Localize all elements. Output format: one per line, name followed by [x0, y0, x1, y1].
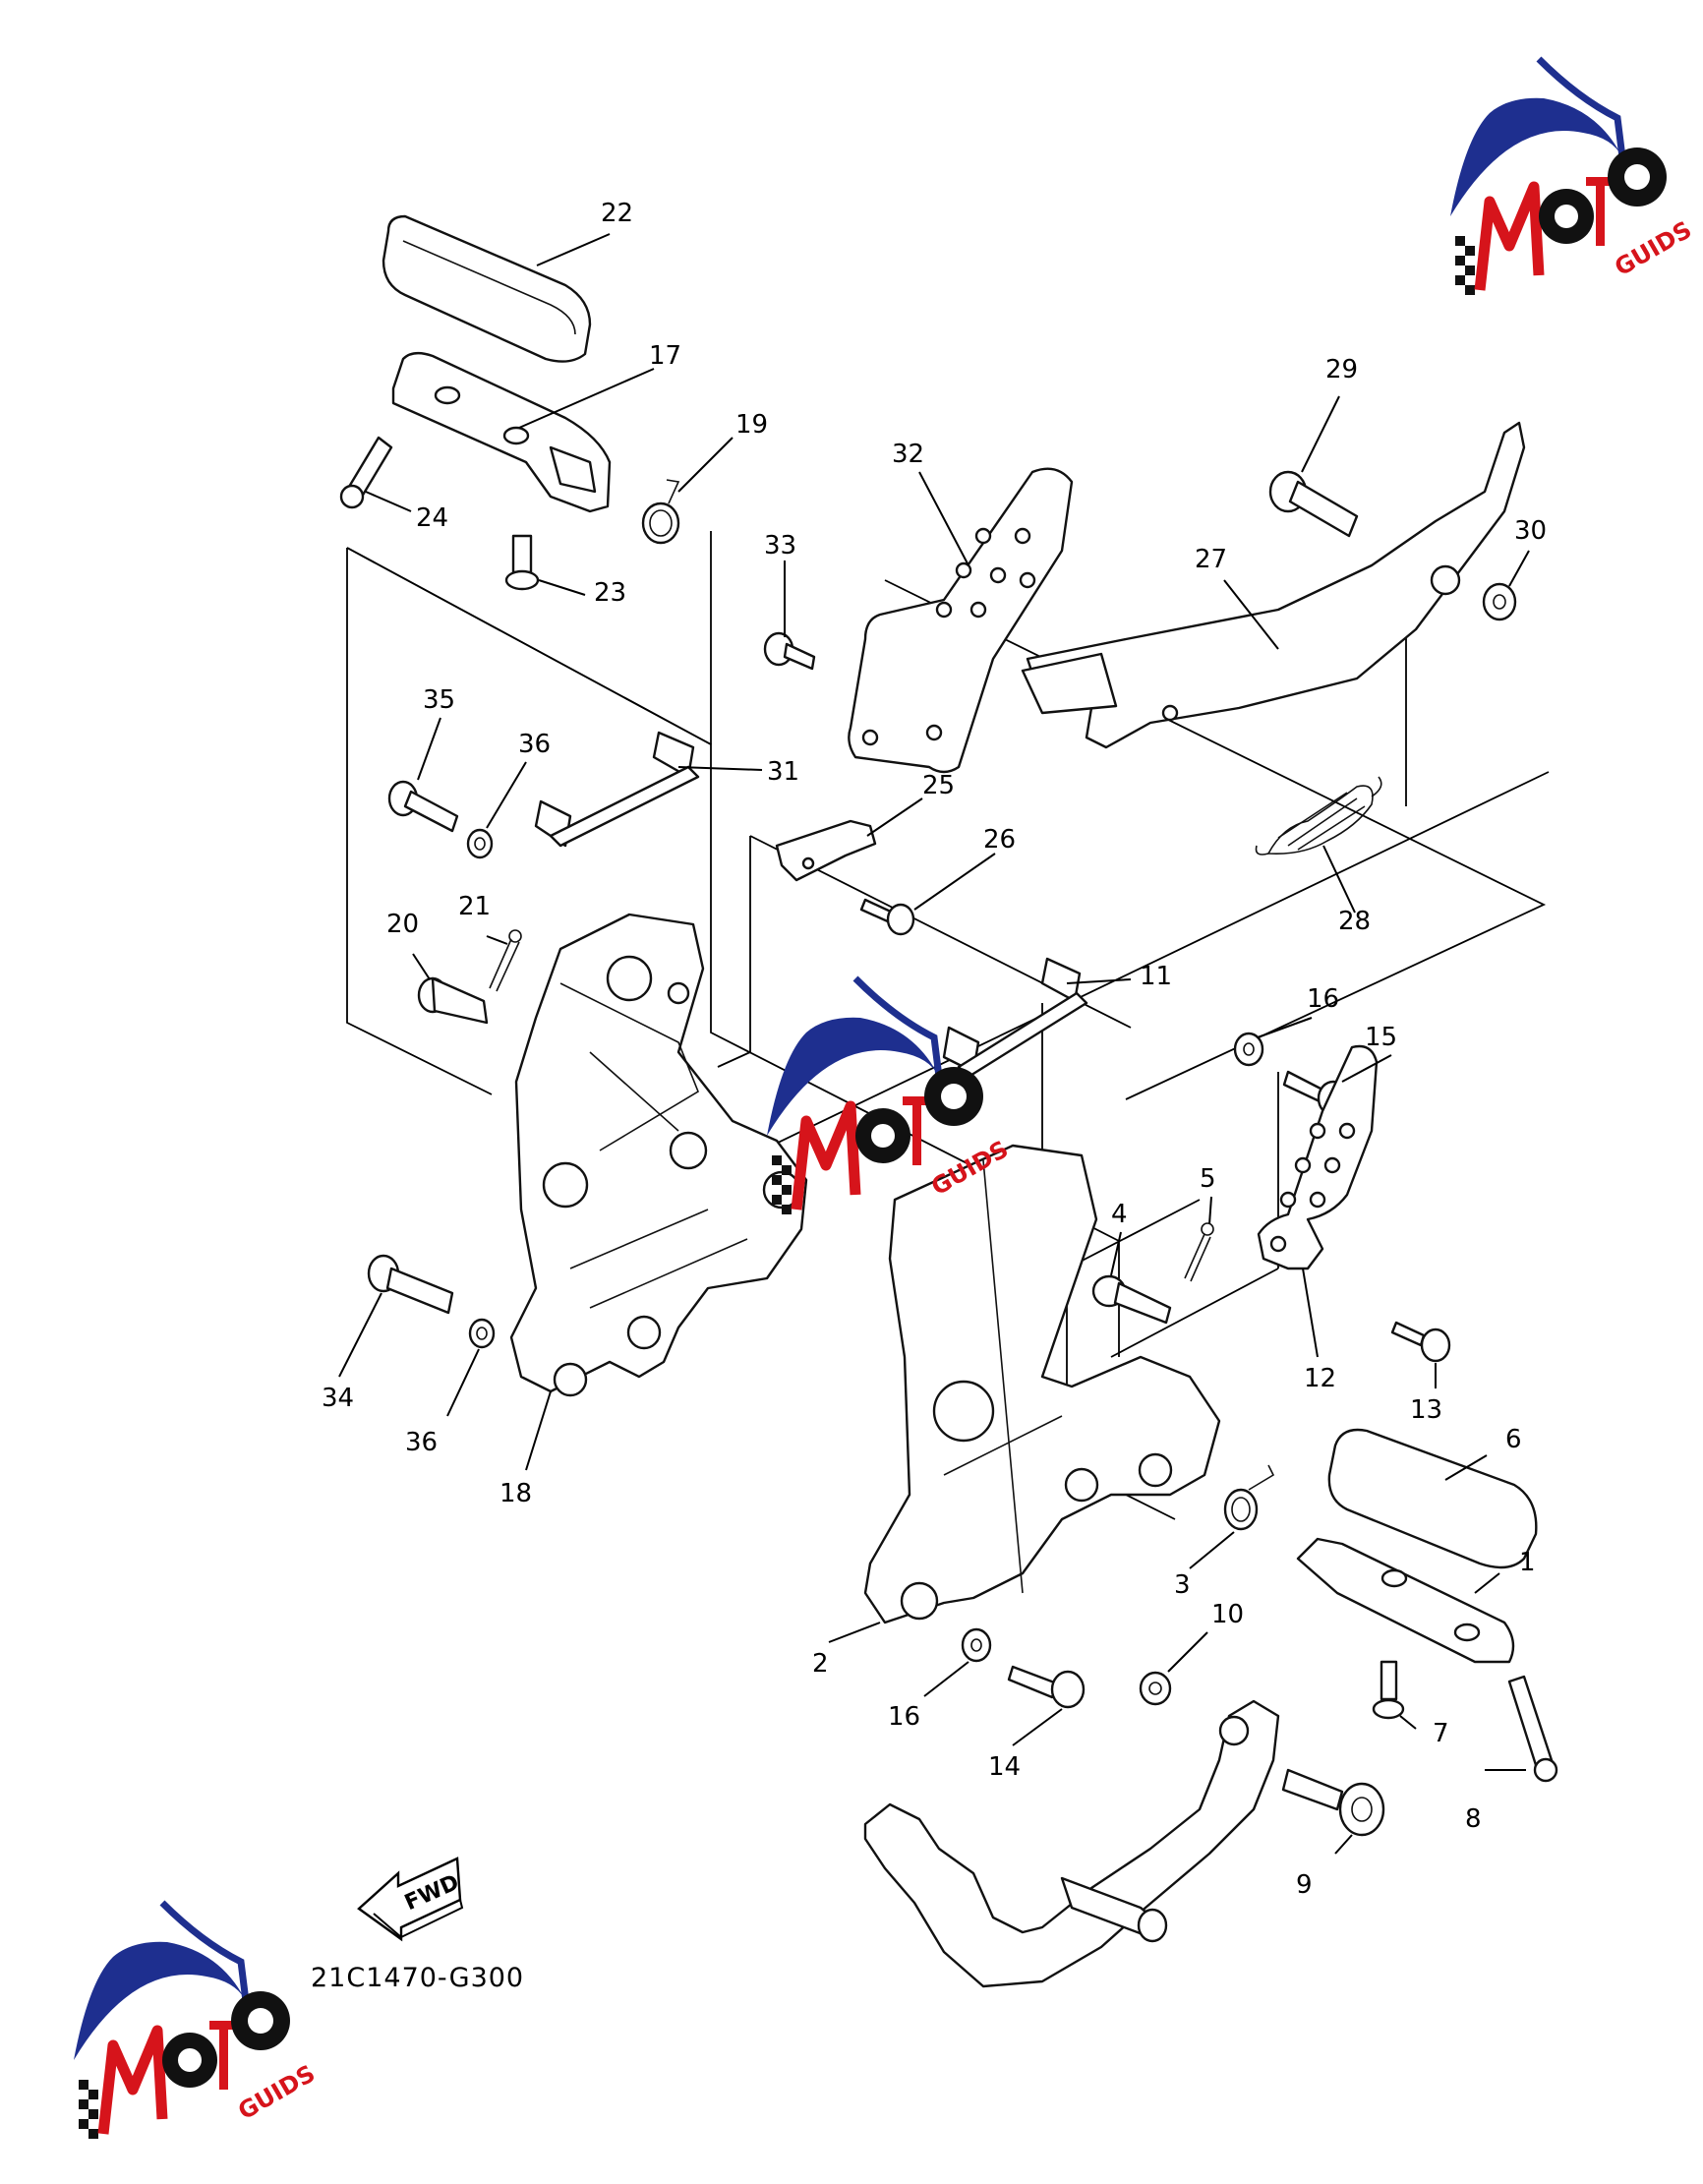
watermark-side-text: GUIDS	[1610, 215, 1696, 281]
part-bolt-13	[1390, 1321, 1451, 1363]
callout-27: 27	[1195, 545, 1227, 574]
callout-8: 8	[1465, 1804, 1482, 1834]
callout-15: 15	[1365, 1023, 1397, 1052]
callout-20: 20	[386, 910, 419, 939]
callout-21: 21	[458, 892, 491, 921]
callout-35: 35	[423, 685, 455, 715]
callout-16-upper: 16	[1307, 984, 1339, 1014]
diagram-code: 21C1470-G300	[311, 1963, 524, 1993]
callout-18: 18	[499, 1479, 532, 1508]
part-footrest-rubber-6	[1327, 1428, 1538, 1569]
part-cotter-21	[489, 929, 522, 992]
part-heel-plate-12	[1257, 1044, 1379, 1270]
callout-3: 3	[1174, 1570, 1191, 1600]
callout-10: 10	[1211, 1600, 1244, 1629]
callout-19: 19	[735, 410, 768, 440]
callout-33: 33	[764, 531, 796, 561]
watermark-logo-bottom-left: GUIDS	[74, 1903, 320, 2139]
callout-28: 28	[1338, 907, 1371, 936]
part-washer-36b	[468, 1318, 496, 1349]
callout-12: 12	[1304, 1364, 1336, 1393]
part-bolt-35	[387, 780, 459, 833]
callout-13: 13	[1410, 1395, 1442, 1425]
callout-4: 4	[1111, 1200, 1128, 1229]
part-bolt-33	[763, 631, 816, 671]
callout-23: 23	[594, 578, 626, 608]
part-stopper-31	[534, 731, 700, 848]
callout-29: 29	[1325, 355, 1358, 384]
watermark-logo-top-right: GUIDS	[1450, 59, 1696, 295]
callout-36-upper: 36	[518, 730, 551, 759]
part-footrest-bracket-1	[1296, 1537, 1515, 1664]
callout-30: 30	[1514, 516, 1547, 546]
callout-1: 1	[1519, 1548, 1536, 1577]
part-washer-10	[1139, 1671, 1172, 1706]
callout-14: 14	[988, 1752, 1021, 1782]
part-washer-30	[1482, 582, 1517, 621]
part-brake-pedal	[1021, 421, 1526, 749]
part-cotter-5	[1184, 1222, 1214, 1282]
part-bracket-right-2	[863, 1144, 1221, 1624]
part-heel-plate	[848, 467, 1074, 774]
callout-36-lower: 36	[405, 1428, 438, 1457]
callout-26: 26	[983, 825, 1016, 855]
part-footrest-bracket-upper	[391, 351, 612, 513]
watermark-side-text: GUIDS	[233, 2059, 320, 2125]
part-spring-upper	[641, 479, 680, 545]
part-spring-28	[1255, 776, 1382, 856]
callout-9: 9	[1296, 1870, 1313, 1900]
callout-32: 32	[892, 440, 924, 469]
part-spring-3	[1223, 1464, 1275, 1531]
part-footrest-rubber-upper	[382, 214, 592, 363]
fwd-arrow-icon: FWD	[357, 1857, 464, 1942]
part-stopper-11	[942, 957, 1088, 1079]
callout-5: 5	[1200, 1164, 1216, 1194]
part-bolt-34	[367, 1254, 454, 1315]
part-bolt-7	[1372, 1660, 1405, 1720]
callout-22: 22	[601, 199, 633, 228]
part-pin-24	[339, 436, 393, 509]
part-washer-16a	[1233, 1032, 1264, 1067]
callout-6: 6	[1505, 1425, 1522, 1454]
callout-numbers: 22 17 19 24 23 32 33 29 27 30 35 36 31 2…	[322, 199, 1547, 1900]
callout-34: 34	[322, 1384, 354, 1413]
part-bolt-26	[859, 898, 915, 936]
part-plate-25	[775, 819, 877, 882]
callout-31: 31	[767, 757, 799, 787]
watermark-logo-center: GUIDS	[767, 978, 1013, 1214]
part-bolt-9	[1281, 1768, 1385, 1837]
callout-24: 24	[416, 503, 448, 533]
callout-7: 7	[1433, 1719, 1449, 1748]
part-pin-8	[1507, 1675, 1558, 1783]
callout-11: 11	[1140, 962, 1172, 991]
part-bolt-29	[1268, 470, 1359, 538]
part-washer-36a	[466, 828, 494, 859]
part-pin-4	[1091, 1274, 1172, 1325]
callout-2: 2	[812, 1649, 829, 1679]
callout-17: 17	[649, 341, 681, 371]
part-bolt-23	[504, 534, 540, 591]
part-bolt-14	[1007, 1665, 1086, 1709]
part-bracket-left-18	[509, 913, 808, 1397]
part-shift-pedal	[863, 1699, 1280, 1988]
part-pin-20	[417, 976, 489, 1025]
part-washer-16b	[961, 1627, 992, 1663]
callout-16-lower: 16	[888, 1702, 920, 1732]
callout-25: 25	[922, 771, 955, 800]
callout-leader-lines	[338, 233, 1530, 1855]
